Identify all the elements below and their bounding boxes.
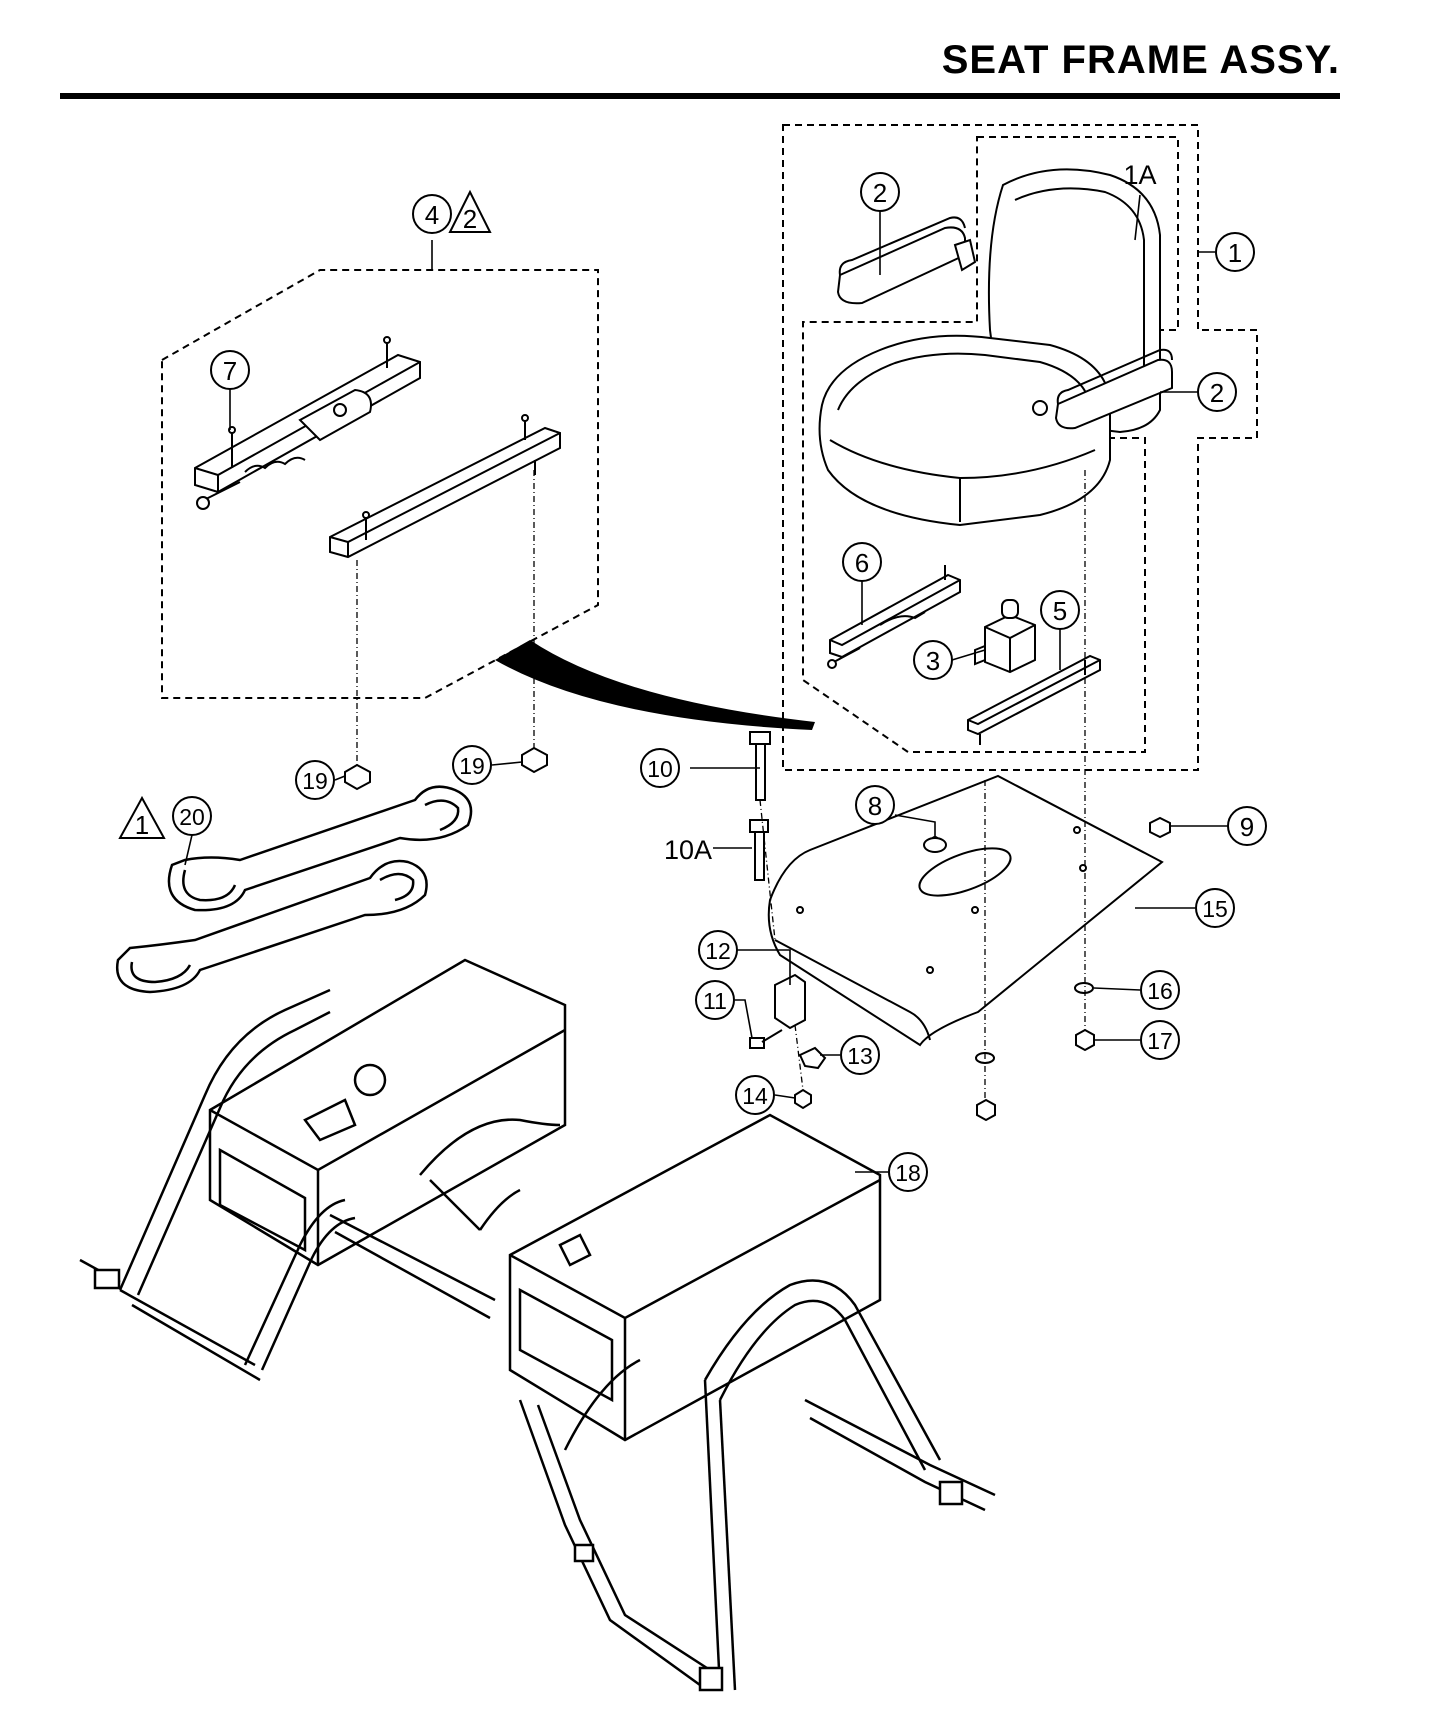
callout-circle-2a xyxy=(860,172,900,212)
callout-11: 11 xyxy=(703,988,727,1014)
callout-circle-18 xyxy=(888,1152,928,1192)
nut-19-a xyxy=(344,763,371,791)
group-4-boundary xyxy=(161,269,599,699)
callout-circle-19b xyxy=(452,745,492,785)
callout-17: 17 xyxy=(1147,1028,1173,1054)
group-1a-boundary xyxy=(802,136,1179,753)
seat-switch-3 xyxy=(974,599,1036,674)
callout-circle-6 xyxy=(842,542,882,582)
callout-2a: 2 xyxy=(873,178,887,208)
callout-16: 16 xyxy=(1147,978,1173,1004)
callout-12: 12 xyxy=(705,938,731,964)
seat-1a xyxy=(818,168,1161,527)
callout-20: 20 xyxy=(179,804,205,830)
detail-connector xyxy=(495,640,815,730)
page-title: SEAT FRAME ASSY. xyxy=(941,38,1340,82)
callout-1a: 1A xyxy=(1123,160,1156,190)
note-triangle-2 xyxy=(448,189,492,233)
title-rule xyxy=(60,93,1340,99)
callout-9: 9 xyxy=(1240,812,1254,842)
callout-7: 7 xyxy=(223,356,237,386)
callout-circle-5 xyxy=(1040,590,1080,630)
frame-18 xyxy=(79,958,996,1692)
handle-20-b xyxy=(115,859,428,994)
callout-10a: 10A xyxy=(664,835,712,865)
armrest-right xyxy=(1032,348,1173,430)
callout-circle-20 xyxy=(172,796,212,836)
callout-18: 18 xyxy=(895,1160,921,1186)
washer-16 xyxy=(1074,982,1094,994)
handle-20-a xyxy=(167,785,473,912)
callout-circle-17 xyxy=(1140,1020,1180,1060)
screw-11 xyxy=(749,1037,765,1049)
bolt-10a xyxy=(754,829,765,881)
seat-plate-15 xyxy=(767,774,1164,1047)
callout-5: 5 xyxy=(1053,596,1067,626)
callout-circle-12 xyxy=(698,930,738,970)
clip-13 xyxy=(798,1046,827,1070)
seat-rail-5 xyxy=(967,654,1101,745)
callout-circle-1 xyxy=(1215,232,1255,272)
nut-19-b xyxy=(521,746,548,774)
callout-circle-16 xyxy=(1140,970,1180,1010)
seat-slide-rail xyxy=(329,414,561,559)
armrest-left xyxy=(836,216,977,305)
callout-2b: 2 xyxy=(1210,378,1224,408)
callout-4: 4 xyxy=(425,200,439,230)
callout-circle-7 xyxy=(210,350,250,390)
grommet-8 xyxy=(923,837,947,853)
callout-circle-10 xyxy=(640,748,680,788)
callout-19a: 19 xyxy=(302,768,328,794)
note-1-label: 1 xyxy=(135,810,149,840)
callout-circle-13 xyxy=(840,1035,880,1075)
callout-circle-8 xyxy=(855,785,895,825)
callout-circle-14 xyxy=(735,1075,775,1115)
nut-17 xyxy=(1075,1028,1095,1052)
callout-circle-15 xyxy=(1195,888,1235,928)
callout-19b: 19 xyxy=(459,753,485,779)
note-triangle-1 xyxy=(118,795,166,839)
nut-9 xyxy=(1149,816,1171,839)
nut-14 xyxy=(794,1088,812,1110)
callout-14: 14 xyxy=(742,1083,768,1109)
seat-slide-6 xyxy=(827,565,961,669)
callout-13: 13 xyxy=(847,1043,873,1069)
callout-circle-4 xyxy=(412,194,452,234)
callout-circle-2b xyxy=(1197,372,1237,412)
callout-6: 6 xyxy=(855,548,869,578)
group-1-boundary xyxy=(782,124,1258,771)
callout-circle-3 xyxy=(913,640,953,680)
bolt-10 xyxy=(755,741,766,801)
clip-12 xyxy=(774,973,806,1030)
callout-circle-11 xyxy=(695,980,735,1020)
seat-slide-7 xyxy=(194,336,421,510)
note-2-label: 2 xyxy=(463,204,477,234)
callout-8: 8 xyxy=(868,791,882,821)
callout-15: 15 xyxy=(1202,896,1228,922)
callout-circle-9 xyxy=(1227,806,1267,846)
callout-circle-19a xyxy=(295,760,335,800)
callout-10: 10 xyxy=(647,756,673,782)
callout-3: 3 xyxy=(926,646,940,676)
callout-1: 1 xyxy=(1228,238,1242,268)
